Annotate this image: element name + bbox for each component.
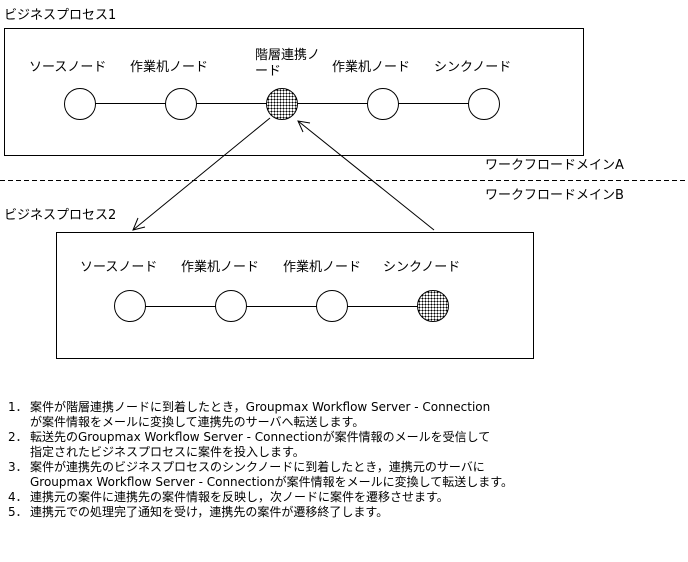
process1-node-label: 作業机ノード	[130, 60, 209, 75]
step-text: 案件が階層連携ノードに到着したとき，Groupmax Workflow Serv…	[30, 400, 491, 414]
step-item: 4．連携元の案件に連携先の案件情報を反映し，次ノードに案件を遷移させます。	[8, 490, 513, 505]
step-text: 案件が連携先のビジネスプロセスのシンクノードに到着したとき，連携元のサーバに	[30, 460, 485, 474]
process2-connector	[130, 306, 433, 307]
step-text: 連携元の案件に連携先の案件情報を反映し，次ノードに案件を遷移させます。	[30, 490, 449, 504]
process2-box	[56, 232, 534, 359]
step-number: 5．	[8, 505, 28, 519]
domain-a-label: ワークフロードメインA	[485, 158, 624, 173]
process1-node-label: 階層連携ノード	[255, 48, 321, 79]
domain-b-label: ワークフロードメインB	[485, 188, 624, 203]
forward-arrowhead	[132, 217, 146, 231]
step-item: 3．案件が連携先のビジネスプロセスのシンクノードに到着したとき，連携元のサーバに…	[8, 460, 513, 490]
process2-sink-node	[417, 290, 449, 322]
process2-title: ビジネスプロセス2	[4, 208, 117, 223]
process2-node-label: シンクノード	[383, 260, 461, 275]
process1-box	[4, 28, 584, 156]
process1-title: ビジネスプロセス1	[4, 8, 117, 23]
process1-sink-node	[468, 88, 500, 120]
process2-node-label: 作業机ノード	[181, 260, 260, 275]
process1-node-label: シンクノード	[434, 60, 512, 75]
step-number: 1．	[8, 400, 28, 414]
step-item: 2．転送先のGroupmax Workflow Server - Connect…	[8, 430, 513, 460]
step-number: 4．	[8, 490, 28, 504]
step-list: 1．案件が階層連携ノードに到着したとき，Groupmax Workflow Se…	[8, 400, 513, 520]
forward-arrow	[132, 117, 271, 231]
process2-node-label: 作業机ノード	[283, 260, 362, 275]
step-number: 2．	[8, 430, 28, 444]
process2-worktable-node	[215, 290, 247, 322]
step-number: 3．	[8, 460, 28, 474]
process1-hierarchy-link-node	[266, 88, 298, 120]
process2-node-label: ソースノード	[80, 260, 158, 275]
return-arrow	[297, 120, 435, 231]
process1-node-label: ソースノード	[29, 60, 107, 75]
process2-worktable-node	[316, 290, 348, 322]
step-text: 連携元での処理完了通知を受け，連携先の案件が遷移終了します。	[30, 505, 389, 519]
process1-source-node	[64, 88, 96, 120]
domain-separator	[0, 180, 688, 181]
process1-worktable-node	[367, 88, 399, 120]
process2-source-node	[114, 290, 146, 322]
step-item: 5．連携元での処理完了通知を受け，連携先の案件が遷移終了します。	[8, 505, 513, 520]
step-text: が案件情報をメールに変換して連携先のサーバへ転送します。	[30, 415, 365, 429]
step-text: 転送先のGroupmax Workflow Server - Connectio…	[30, 430, 491, 444]
step-item: 1．案件が階層連携ノードに到着したとき，Groupmax Workflow Se…	[8, 400, 513, 430]
step-text: Groupmax Workflow Server - Connectionが案件…	[30, 475, 514, 489]
step-text: 指定されたビジネスプロセスに案件を投入します。	[30, 445, 305, 459]
process1-node-label: 作業机ノード	[332, 60, 411, 75]
process1-worktable-node	[165, 88, 197, 120]
return-arrowhead	[297, 120, 311, 133]
